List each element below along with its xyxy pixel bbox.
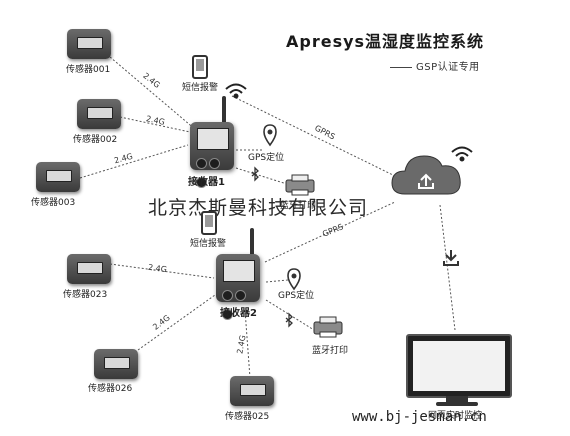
receiver-screen — [197, 128, 229, 150]
receiver-buttons — [196, 154, 234, 192]
sensor-label: 传感器023 — [63, 290, 108, 300]
sensor-label: 传感器026 — [88, 384, 133, 394]
link-sensor025-receiver2 — [244, 309, 251, 379]
phone-icon — [192, 55, 208, 79]
receiver-buttons — [222, 286, 260, 324]
monitor-base — [436, 402, 478, 406]
receiver-label: 接收器2 — [220, 308, 257, 319]
sensor-device — [230, 376, 274, 406]
monitor-screen — [413, 341, 505, 391]
receiver-device — [216, 254, 260, 320]
gps-label: GPS定位 — [278, 291, 315, 301]
wifi-icon — [451, 146, 473, 162]
printer-icon — [285, 174, 315, 196]
print-label: 蓝牙打印 — [280, 201, 317, 211]
link-sensor003-receiver1 — [79, 144, 189, 179]
footer-url[interactable]: www.bj-jesman.cn — [352, 409, 487, 425]
link-sensor026-receiver2 — [137, 294, 216, 351]
antenna — [222, 96, 226, 124]
printer-icon — [313, 316, 343, 338]
monitor-stand — [446, 396, 468, 404]
subtitle-text: GSP认证专用 — [416, 62, 480, 73]
download-icon — [443, 250, 459, 266]
sensor-label: 传感器003 — [31, 198, 76, 208]
receiver-label: 接收器1 — [188, 177, 225, 188]
sms-alert-label: 短信报警 — [182, 83, 219, 93]
wifi-icon — [225, 83, 247, 99]
sensor-device — [36, 162, 80, 192]
phone-icon — [201, 211, 217, 235]
company-watermark: 北京杰斯曼科技有限公司 — [148, 197, 369, 219]
link-receiver1-cloud — [231, 95, 396, 177]
gps-pin-icon — [263, 124, 277, 147]
sensor-device — [94, 349, 138, 379]
sensor-device — [67, 29, 111, 59]
sensor-label: 传感器001 — [66, 65, 111, 75]
page-subtitle: GSP认证专用 — [390, 58, 480, 73]
print-label: 蓝牙打印 — [312, 346, 349, 356]
sensor-device — [77, 99, 121, 129]
sensor-label: 传感器002 — [73, 135, 118, 145]
link-cloud-monitor — [439, 204, 456, 331]
receiver-screen — [223, 260, 255, 282]
receiver-device — [190, 122, 234, 188]
link-receiver1-printer — [235, 167, 291, 186]
link-sensor023-receiver2 — [109, 263, 215, 279]
sms-alert-label: 短信报警 — [190, 239, 227, 249]
monitor-device — [406, 334, 512, 398]
page-title: Apresys温湿度监控系统 — [286, 32, 485, 51]
subtitle-dash — [390, 66, 412, 68]
gps-label: GPS定位 — [248, 153, 285, 163]
gps-pin-icon — [287, 268, 301, 291]
bluetooth-icon — [251, 166, 259, 182]
bluetooth-icon — [285, 312, 293, 328]
sensor-device — [67, 254, 111, 284]
link-receiver2-gps — [265, 279, 289, 283]
link-sensor001-receiver1 — [109, 56, 197, 131]
cloud-upload-icon — [391, 155, 461, 195]
monitor-label: 网页实时监控 — [428, 411, 483, 421]
sensor-label: 传感器025 — [225, 412, 270, 422]
antenna — [250, 228, 254, 256]
